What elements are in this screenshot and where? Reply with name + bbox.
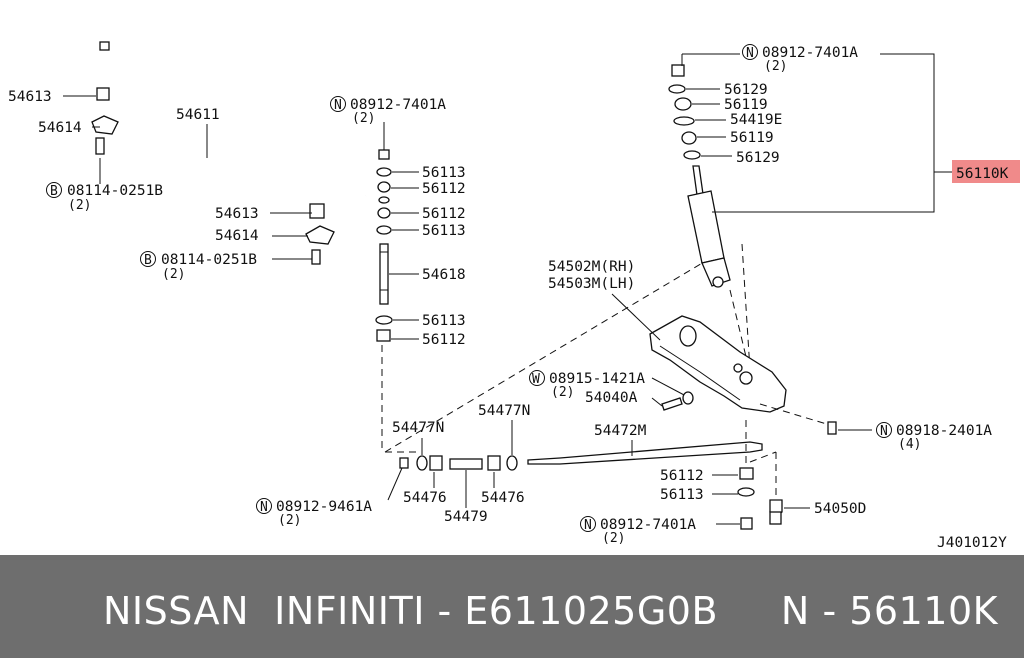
shock-absorber [668,64,751,371]
label-56113-c: 56113 [422,313,466,329]
label-54614-b: 54614 [215,228,259,244]
circle-n-letter-2: N [260,500,268,515]
stabilizer-clamp-right [305,225,335,265]
label-56112-a: 56112 [422,181,466,197]
label-54479: 54479 [444,509,488,525]
stabilizer-bar [91,41,367,219]
circle-n-letter: N [334,98,342,113]
circle-b-letter: B [50,184,58,199]
stabilizer-clamp-left [91,115,119,155]
label-54611: 54611 [176,107,220,123]
label-54477n-b: 54477N [478,403,530,419]
label-08912-7401a-shock: 08912-7401A [762,45,858,61]
circle-b-icon [46,182,62,198]
label-54502m: 54502M(RH) [548,259,635,275]
lower-arm [649,315,787,413]
label-qty-washer: (2) [551,385,574,400]
circle-n-icon-2 [256,498,272,514]
circle-n-icon [330,96,346,112]
label-56113-low: 56113 [660,487,704,503]
label-54613-b: 54613 [215,206,259,222]
label-54618: 54618 [422,267,466,283]
circle-b-letter-2: B [144,253,152,268]
diagram-canvas: 54613 54614 54611 B 08114-0251B (2) 5461… [8,41,1020,551]
label-54419e: 54419E [730,112,782,128]
lower-bolt-stack [737,420,783,530]
label-54476-b: 54476 [481,490,525,506]
circle-n-letter-5: N [584,518,592,533]
label-54613-a: 54613 [8,89,52,105]
label-56119-a: 56119 [724,97,768,113]
circle-b-icon-2 [140,251,156,267]
label-qty-tc-left: (2) [278,513,301,528]
circle-n-icon-3 [742,44,758,60]
label-56110k: 56110K [956,166,1009,182]
label-54050d: 54050D [814,501,866,517]
circle-w-letter: W [532,372,540,387]
label-54476-a: 54476 [403,490,447,506]
link-stack [375,122,393,452]
label-56113-a: 56113 [422,165,466,181]
tension-rod [399,441,763,471]
label-54040a: 54040A [585,390,638,406]
label-qty-link-nut: (2) [352,111,375,126]
label-qty-shock-nut: (2) [764,59,787,74]
label-56129-a: 56129 [724,82,768,98]
circle-n-letter-3: N [746,46,754,61]
label-08114-0251b-a: 08114-0251B [67,183,163,199]
label-56112-c: 56112 [422,332,466,348]
label-08912-9461a: 08912-9461A [276,499,372,515]
label-08918-2401a: 08918-2401A [896,423,992,439]
label-56129-b: 56129 [736,150,780,166]
label-08114-0251b-b: 08114-0251B [161,252,257,268]
label-qty-b2: (2) [162,267,185,282]
circle-n-letter-4: N [880,424,888,439]
label-56113-b: 56113 [422,223,466,239]
label-08915-1421a: 08915-1421A [549,371,645,387]
circle-n-icon-5 [580,516,596,532]
circle-w-icon [529,370,545,386]
label-qty-tc-nut: (4) [898,437,921,452]
label-56112-b: 56112 [422,206,466,222]
label-56112-low: 56112 [660,468,704,484]
label-54477n-a: 54477N [392,420,444,436]
label-08912-7401a-low: 08912-7401A [600,517,696,533]
drawing-code: J401012Y [937,535,1007,551]
label-56119-b: 56119 [730,130,774,146]
label-54503m: 54503M(LH) [548,276,635,292]
parts-diagram: 54613 54614 54611 B 08114-0251B (2) 5461… [8,41,1020,551]
circle-n-icon-4 [876,422,892,438]
label-54614-a: 54614 [38,120,82,136]
label-qty-low-nut: (2) [602,531,625,546]
label-qty-b1: (2) [68,198,91,213]
label-54472m: 54472M [594,423,647,439]
label-56110k-highlight [952,160,1020,183]
footer-title: NISSAN INFINITI - E611025G0B N - 56110K [103,589,999,633]
tc-nut-part [827,421,837,435]
arm-bolt-part [661,397,683,411]
footer-banner: NISSAN INFINITI - E611025G0B N - 56110K [0,555,1024,658]
label-08912-7401a-link: 08912-7401A [350,97,446,113]
washer-part [682,391,694,405]
